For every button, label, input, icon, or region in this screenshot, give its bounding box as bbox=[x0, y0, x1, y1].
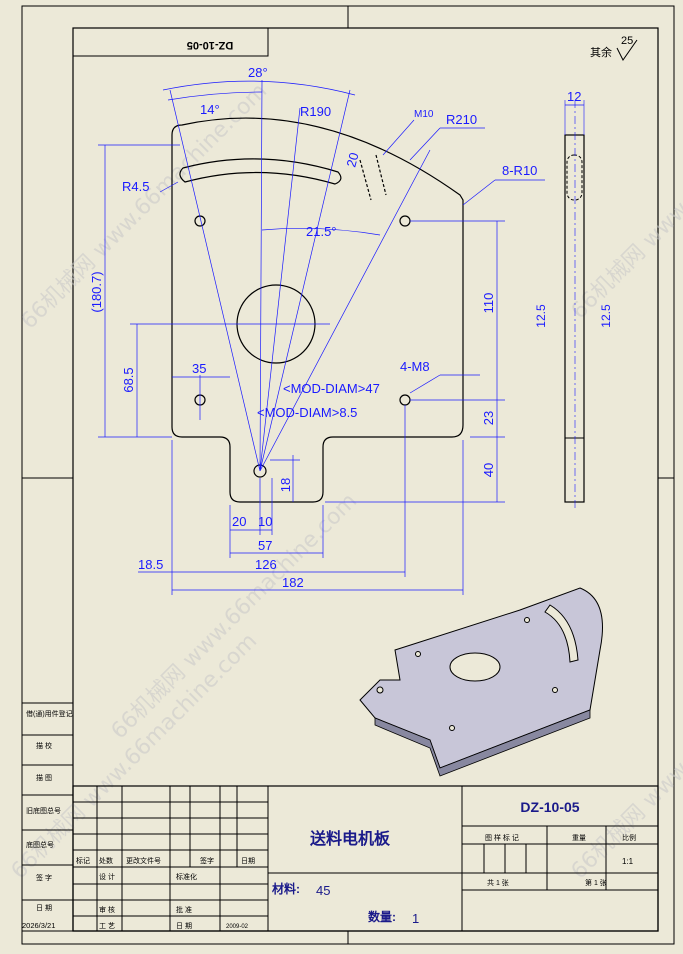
header-scale: 比例 bbox=[622, 833, 636, 842]
dim-20-slot: 20 bbox=[343, 151, 361, 169]
dim-12-5-left: 12.5 bbox=[534, 304, 548, 328]
dim-20-bottom: 20 bbox=[232, 514, 246, 529]
side-view: 12 12.5 12.5 bbox=[534, 89, 613, 510]
side-label-3: 描 图 bbox=[36, 773, 52, 782]
front-view bbox=[171, 117, 464, 503]
side-label-7: 日 期 bbox=[36, 904, 52, 912]
dim-57: 57 bbox=[258, 538, 272, 553]
date-value-2: 2009-02 bbox=[226, 924, 249, 930]
side-label-6: 签 字 bbox=[36, 873, 52, 882]
dim-28-deg: 28° bbox=[248, 65, 268, 80]
role-approve: 批 准 bbox=[176, 905, 192, 914]
dim-35: 35 bbox=[192, 361, 206, 376]
dim-18: 18 bbox=[278, 478, 293, 492]
side-register bbox=[21, 702, 74, 932]
dim-182: 182 bbox=[282, 575, 304, 590]
dim-r190: R190 bbox=[300, 104, 331, 119]
dim-21-5-deg: 21.5° bbox=[306, 224, 337, 239]
surface-finish-value: 25 bbox=[621, 35, 633, 47]
dimension-texts: 28° 14° R190 M10 R210 20 R4.5 8-R10 21.5… bbox=[89, 65, 537, 590]
drawing-number-rotated: DZ-10-05 bbox=[187, 39, 233, 51]
arc-slot bbox=[179, 158, 342, 185]
side-label-1: 借(通)用件登记 bbox=[26, 709, 73, 718]
role-standard: 标准化 bbox=[176, 872, 197, 881]
dimension-lines bbox=[98, 79, 545, 595]
dim-m10: M10 bbox=[414, 109, 434, 120]
dim-4-m8: 4-M8 bbox=[400, 359, 430, 374]
sheet-index: 第 1 张 bbox=[585, 878, 607, 887]
sheet-total: 共 1 张 bbox=[487, 878, 509, 887]
side-label-2: 描 校 bbox=[36, 741, 52, 750]
dim-10: 10 bbox=[258, 514, 272, 529]
dim-18-5: 18.5 bbox=[138, 557, 163, 572]
quantity-value: 1 bbox=[412, 911, 419, 926]
quantity-label: 数量: bbox=[368, 909, 396, 924]
date-value: 2026/3/21 bbox=[22, 921, 55, 930]
header-count: 处数 bbox=[99, 856, 113, 865]
threaded-hole-m10 bbox=[359, 154, 387, 201]
title-part-name: 送料电机板 bbox=[309, 829, 391, 848]
material-value: 45 bbox=[316, 883, 330, 898]
dim-8-r10: 8-R10 bbox=[502, 163, 537, 178]
part-outline bbox=[171, 117, 464, 503]
header-mark: 标记 bbox=[76, 856, 90, 865]
dim-mod-diam-47: <MOD-DIAM>47 bbox=[283, 381, 380, 396]
title-block bbox=[72, 785, 659, 932]
surface-finish-label: 其余 bbox=[590, 45, 612, 59]
header-pattern-mark: 图 样 标 记 bbox=[485, 833, 519, 842]
dim-23: 23 bbox=[481, 411, 496, 425]
dim-110: 110 bbox=[481, 293, 496, 314]
surface-finish-icon bbox=[616, 39, 638, 61]
title-drawing-number: DZ-10-05 bbox=[520, 799, 579, 815]
dim-40: 40 bbox=[481, 463, 496, 477]
header-sign: 签字 bbox=[200, 856, 214, 865]
dim-r4-5: R4.5 bbox=[122, 179, 149, 194]
dim-r210: R210 bbox=[446, 112, 477, 127]
role-review: 审 核 bbox=[99, 905, 115, 914]
side-label-5: 底图总号 bbox=[26, 840, 54, 849]
role-process: 工 艺 bbox=[99, 922, 115, 930]
side-label-4: 旧底图总号 bbox=[26, 806, 61, 815]
role-date: 日 期 bbox=[176, 922, 192, 930]
header-change-doc: 更改文件号 bbox=[126, 856, 161, 865]
header-weight: 重量 bbox=[572, 834, 586, 842]
dim-68-5: 68.5 bbox=[121, 367, 136, 392]
isometric-view bbox=[359, 587, 603, 777]
header-date: 日期 bbox=[241, 857, 255, 865]
dim-mod-diam-8-5: <MOD-DIAM>8.5 bbox=[257, 405, 357, 420]
dim-126: 126 bbox=[255, 557, 277, 572]
role-design: 设 计 bbox=[99, 872, 115, 881]
dim-12-5-right: 12.5 bbox=[599, 304, 613, 328]
dim-12: 12 bbox=[567, 89, 581, 104]
dim-180-7: (180.7) bbox=[89, 271, 104, 312]
material-label: 材料: bbox=[271, 881, 300, 896]
dim-14-deg: 14° bbox=[200, 102, 220, 117]
scale-value: 1:1 bbox=[622, 857, 634, 866]
